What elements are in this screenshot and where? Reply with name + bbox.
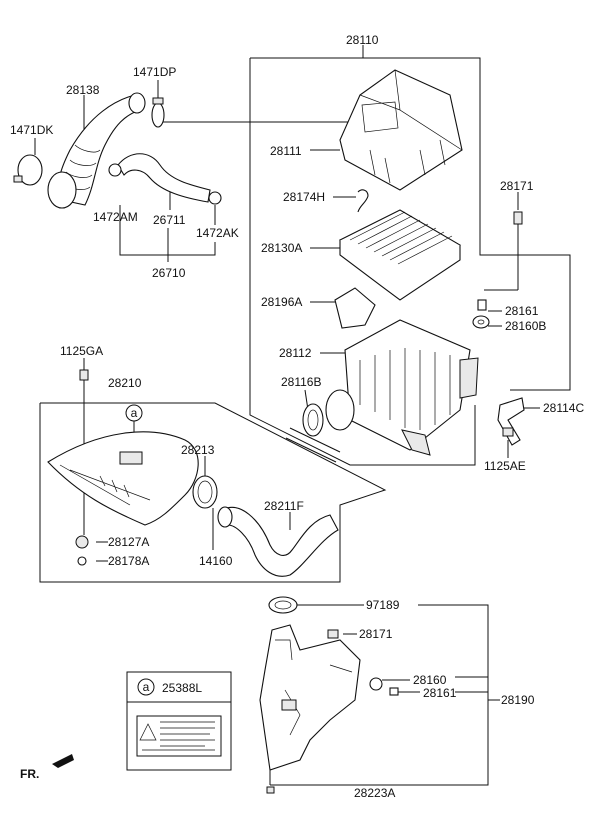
label-1471DK: 1471DK bbox=[10, 123, 53, 137]
label-26711: 26711 bbox=[153, 213, 186, 227]
label-1125GA: 1125GA bbox=[60, 344, 103, 358]
label-28160-bottom: 28160 bbox=[413, 673, 447, 687]
bolt-28171-bottom bbox=[327, 629, 339, 639]
clamp-1471DP bbox=[151, 97, 165, 128]
label-28114C: 28114C bbox=[543, 401, 584, 415]
svg-text:a: a bbox=[131, 406, 138, 420]
label-28178A: 28178A bbox=[108, 554, 149, 568]
legend-marker: a bbox=[143, 680, 150, 694]
label-28160B: 28160B bbox=[505, 319, 546, 333]
lower-left-frame bbox=[39, 402, 387, 583]
seal-ring-28116B bbox=[302, 403, 324, 437]
label-1471DP: 1471DP bbox=[133, 65, 176, 79]
nut-28178A bbox=[77, 556, 87, 566]
label-28112: 28112 bbox=[279, 346, 312, 360]
label-28210: 28210 bbox=[108, 376, 142, 390]
label-28138: 28138 bbox=[66, 83, 100, 97]
bushing-28161-bottom bbox=[389, 687, 399, 696]
grommet-28160-bottom bbox=[369, 677, 383, 691]
air-cleaner-body-28112 bbox=[325, 319, 479, 456]
air-cleaner-cover-28111 bbox=[339, 69, 463, 191]
leader-lines bbox=[34, 80, 540, 693]
label-97189: 97189 bbox=[366, 598, 400, 612]
bushing-28161-top bbox=[477, 299, 487, 311]
breather-hose-26711 bbox=[108, 153, 222, 205]
label-1472AM: 1472AM bbox=[93, 210, 138, 224]
label-28161-bottom: 28161 bbox=[423, 686, 457, 700]
bolt-28223A bbox=[266, 786, 275, 794]
duct-28196A bbox=[334, 287, 376, 329]
label-28171-top: 28171 bbox=[500, 179, 534, 193]
resonator-bracket bbox=[269, 604, 500, 786]
seal-97189 bbox=[268, 596, 298, 614]
label-28174H: 28174H bbox=[283, 190, 325, 204]
label-28213: 28213 bbox=[181, 443, 215, 457]
label-28110: 28110 bbox=[346, 33, 379, 47]
caution-label-legend: a 25388L bbox=[126, 671, 232, 771]
label-1125AE: 1125AE bbox=[484, 459, 526, 473]
bolt-1125GA bbox=[79, 369, 89, 381]
label-28196A: 28196A bbox=[261, 295, 302, 309]
upper-assembly-frame bbox=[249, 45, 571, 466]
clamp-28213 bbox=[192, 475, 218, 509]
bolt-1125AE bbox=[502, 427, 514, 437]
label-1472AK: 1472AK bbox=[196, 226, 239, 240]
label-28211F: 28211F bbox=[264, 499, 304, 513]
label-28111: 28111 bbox=[270, 144, 302, 158]
label-26710: 26710 bbox=[152, 266, 186, 280]
grommet-28127A bbox=[75, 535, 89, 549]
intake-hose-28138 bbox=[47, 92, 146, 209]
hose-28211F bbox=[217, 506, 339, 577]
front-label: FR. bbox=[20, 767, 39, 781]
legend-part-no: 25388L bbox=[162, 681, 202, 695]
clamp-1471DK bbox=[13, 154, 43, 186]
front-direction-indicator: FR. bbox=[20, 754, 74, 781]
label-28190: 28190 bbox=[501, 693, 535, 707]
filter-element-28130A bbox=[339, 209, 461, 301]
resonator-28190 bbox=[259, 624, 361, 771]
label-28116B: 28116B bbox=[281, 375, 321, 389]
clip-28174H bbox=[357, 189, 369, 213]
label-28130A: 28130A bbox=[261, 241, 302, 255]
front-arrow-icon bbox=[52, 754, 74, 768]
part-labels: 28110 28138 1471DP 1471DK 28111 28174H 2… bbox=[10, 33, 584, 800]
label-14160: 14160 bbox=[199, 554, 233, 568]
label-28171-bottom: 28171 bbox=[359, 627, 393, 641]
label-28223A: 28223A bbox=[354, 786, 395, 800]
grommet-28160B bbox=[472, 315, 490, 329]
bracket-28114C bbox=[497, 397, 525, 446]
bolt-28171-top bbox=[513, 211, 523, 230]
label-28161-top: 28161 bbox=[505, 304, 539, 318]
air-duct-28210 bbox=[47, 431, 199, 526]
label-28127A: 28127A bbox=[108, 535, 149, 549]
